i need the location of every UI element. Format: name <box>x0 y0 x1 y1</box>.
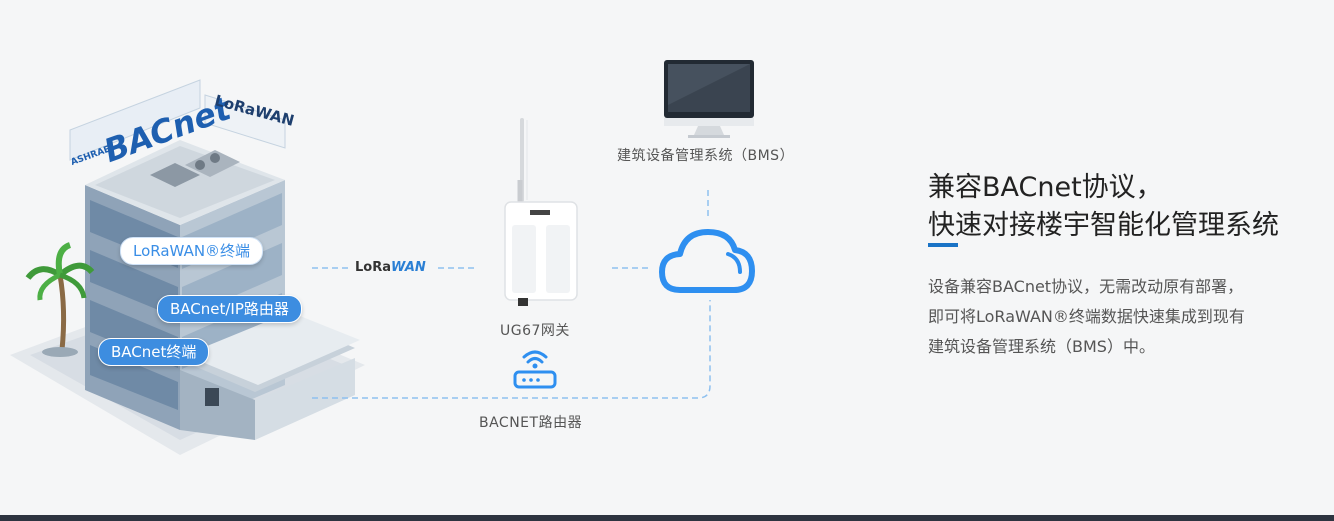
bms-caption: 建筑设备管理系统（BMS） <box>617 148 795 164</box>
lorawan-link-logo: LoRaWAN <box>355 260 426 275</box>
router-icon <box>513 350 557 389</box>
bottom-bar <box>0 515 1334 521</box>
palm-tree-illustration <box>25 242 95 357</box>
monitor-illustration <box>664 60 754 138</box>
gateway-device-illustration <box>504 118 578 306</box>
description-line2: 即可将LoRaWAN®终端数据快速集成到现有 <box>928 307 1245 326</box>
description-line1: 设备兼容BACnet协议，无需改动原有部署， <box>928 277 1244 296</box>
gateway-caption: UG67网关 <box>500 323 570 339</box>
link-router-loop <box>312 300 711 399</box>
router-caption: BACNET路由器 <box>479 415 583 431</box>
lorawan-logo-wan: WAN <box>391 260 426 275</box>
description-line3: 建筑设备管理系统（BMS）中。 <box>928 337 1155 356</box>
accent-bar <box>928 243 958 247</box>
headline-line2: 快速对接楼宇智能化管理系统 <box>928 210 1279 241</box>
headline-line1: 兼容BACnet协议， <box>928 172 1163 203</box>
label-lorawan-terminal: LoRaWAN®终端 <box>120 237 264 265</box>
lorawan-logo-lora: LoRa <box>355 260 391 275</box>
label-bacnet-ip-router: BACnet/IP路由器 <box>157 295 302 323</box>
label-bacnet-terminal: BACnet终端 <box>98 338 210 366</box>
cloud-icon <box>659 229 755 293</box>
